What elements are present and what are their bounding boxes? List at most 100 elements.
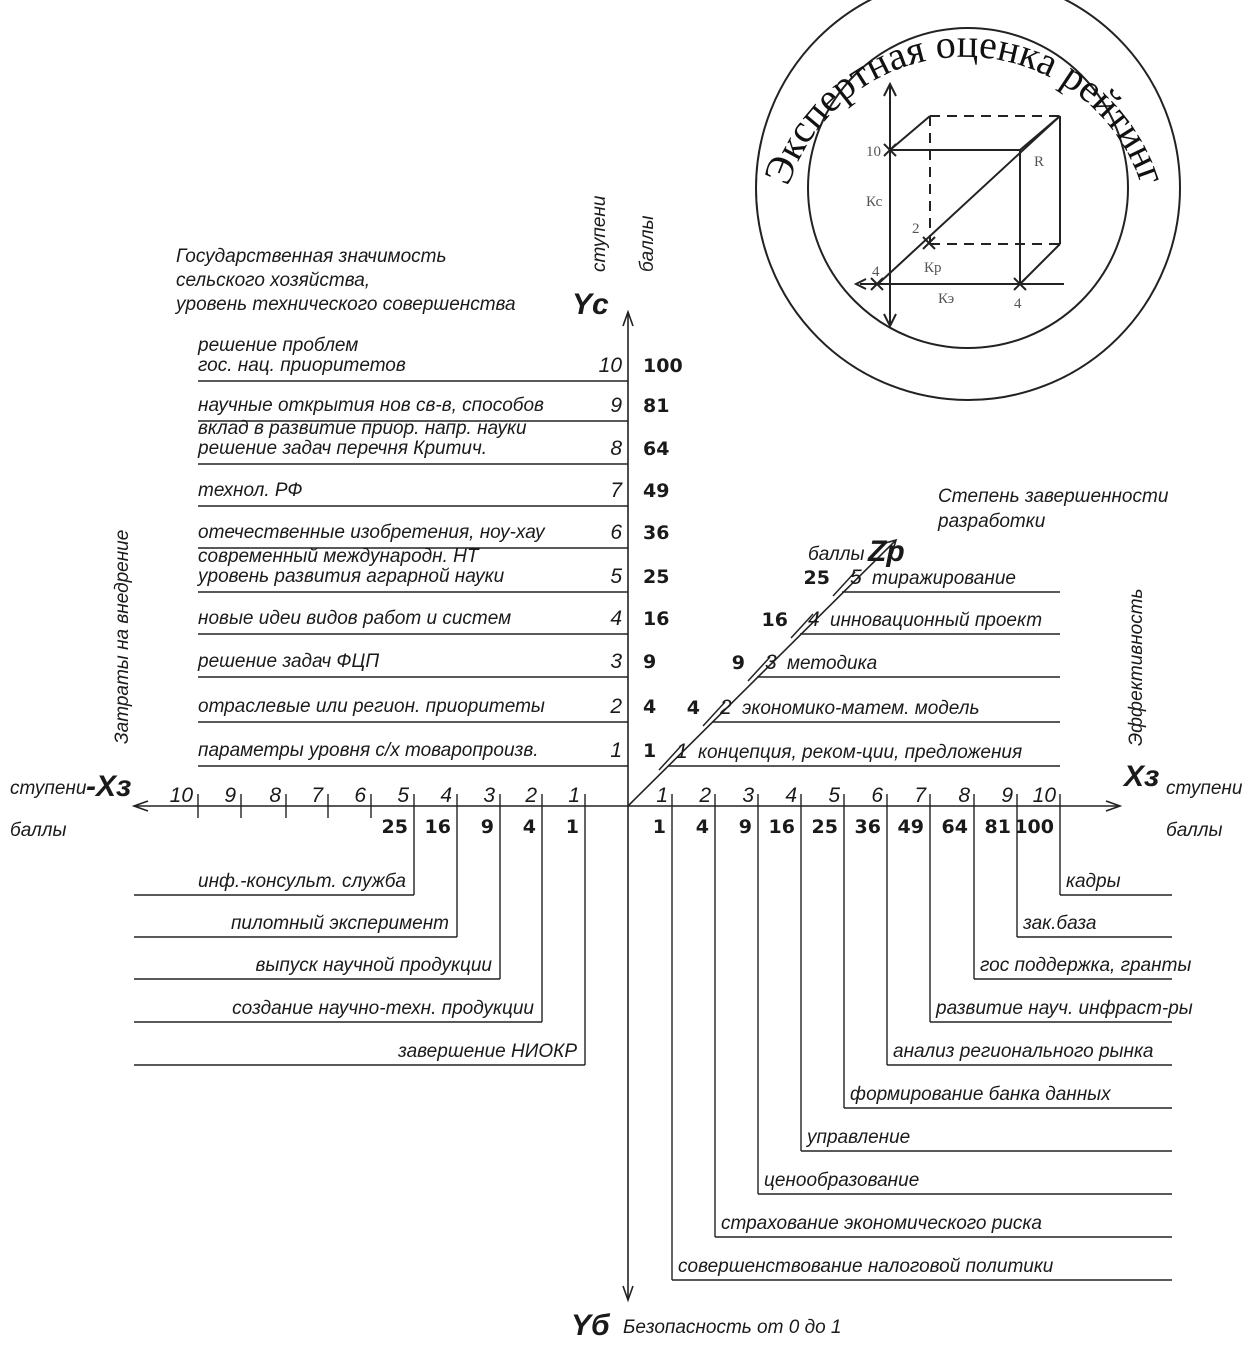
seal-label-four-right: 4 <box>1014 296 1022 312</box>
yc-title-line-2: сельского хозяйства, <box>176 270 370 291</box>
neg-x-points: 9 <box>481 816 494 838</box>
pos-x-label: анализ регионального рынка <box>893 1041 1154 1062</box>
yc-level-step: 1 <box>610 739 622 762</box>
left-points-caption: баллы <box>10 820 66 841</box>
yc-level-points: 64 <box>643 438 669 460</box>
yc-level-points: 4 <box>643 696 656 718</box>
neg-x-step: 3 <box>483 784 495 807</box>
pos-x-points: 100 <box>1014 816 1054 838</box>
pos-x-step: 6 <box>871 784 883 807</box>
zp-level-points: 16 <box>762 609 788 631</box>
right-steps-caption: ступени <box>1166 778 1243 799</box>
yc-level-step: 7 <box>610 479 623 502</box>
zp-level-label: инновационный проект <box>830 610 1042 631</box>
zp-level-tick <box>790 613 814 639</box>
zp-level-label: экономико-матем. модель <box>742 698 979 719</box>
pos-x-label: гос поддержка, гранты <box>980 955 1191 976</box>
seal-label-two: 2 <box>912 221 920 237</box>
yc-level-step: 9 <box>610 394 622 417</box>
neg-x-step: 8 <box>269 784 281 807</box>
yc-axis-symbol: Yc <box>572 288 609 321</box>
seal-label-r: R <box>1034 154 1044 170</box>
yc-level-step: 2 <box>609 695 622 718</box>
yc-level-label: вклад в развитие приор. напр. науки <box>198 418 527 439</box>
pos-x-label: управление <box>805 1127 910 1148</box>
seal-cube <box>853 81 1064 329</box>
neg-x-label: выпуск научной продукции <box>255 955 492 976</box>
zp-title-line-1: Степень завершенности <box>938 486 1169 507</box>
pos-x-points: 36 <box>855 816 881 838</box>
zp-level-label: тиражирование <box>872 568 1016 589</box>
pos-x-points: 1 <box>653 816 666 838</box>
pos-x-points: 9 <box>739 816 752 838</box>
zp-level-tick <box>658 745 682 771</box>
pos-x-label: совершенствование налоговой политики <box>678 1256 1054 1277</box>
vertical-right-caption: Эффективность <box>1126 588 1147 746</box>
pos-x-step: 5 <box>828 784 840 807</box>
pos-x-step: 4 <box>785 784 797 807</box>
yc-level-points: 100 <box>643 355 683 377</box>
yc-level-label: отраслевые или регион. приоритеты <box>198 696 545 717</box>
yc-level-points: 81 <box>643 395 669 417</box>
pos-x-label: кадры <box>1066 871 1121 892</box>
yc-level-label: гос. нац. приоритетов <box>198 355 406 376</box>
yc-level-label: отечественные изобретения, ноу-хау <box>198 522 546 543</box>
pos-x-step: 8 <box>958 784 970 807</box>
pos-x-points: 4 <box>696 816 709 838</box>
zp-level-step: 5 <box>850 566 862 589</box>
yc-level-step: 8 <box>610 437 622 460</box>
zp-level-step: 2 <box>719 696 732 719</box>
yc-level-label: научные открытия нов св-в, способов <box>198 395 544 416</box>
zp-level-step: 1 <box>676 740 688 763</box>
neg-x-label: завершение НИОКР <box>397 1041 577 1062</box>
neg-x-points: 25 <box>382 816 408 838</box>
zp-level-label: концепция, реком-ции, предложения <box>698 742 1022 763</box>
seal-label-kc: Кс <box>866 194 883 210</box>
yc-level-points: 9 <box>643 651 656 673</box>
seal-label-four-left: 4 <box>872 264 880 280</box>
neg-x-points: 16 <box>425 816 451 838</box>
neg-x-step: 6 <box>354 784 366 807</box>
pos-x-points: 64 <box>942 816 968 838</box>
seal-label-kp: Кр <box>924 260 942 276</box>
yc-level-step: 4 <box>610 607 622 630</box>
pos-x-label: формирование банка данных <box>850 1084 1112 1105</box>
neg-xz-symbol: -Xз <box>86 770 131 803</box>
yc-title-line-3: уровень технического совершенства <box>174 294 516 315</box>
zp-level-points: 9 <box>732 652 745 674</box>
yc-level-points: 16 <box>643 608 669 630</box>
neg-x-points: 1 <box>566 816 579 838</box>
right-points-caption: баллы <box>1166 820 1222 841</box>
neg-x-step: 4 <box>440 784 452 807</box>
zp-level-points: 25 <box>804 567 830 589</box>
pos-x-step: 2 <box>698 784 711 807</box>
pos-x-label: зак.база <box>1022 913 1096 934</box>
neg-x-points: 4 <box>523 816 536 838</box>
neg-x-label: инф.-консульт. служба <box>198 871 406 892</box>
yc-level-step: 5 <box>610 565 622 588</box>
zp-axis-symbol: Zp <box>867 535 905 568</box>
yc-level-label: решение проблем <box>197 335 358 356</box>
zp-levels: 25 5 тиражирование 16 4 инновационный проект 9… <box>658 566 1060 771</box>
yc-title: Государственная значимость сельского хоз… <box>174 246 516 315</box>
zp-level-tick <box>702 701 726 727</box>
yc-level-points: 1 <box>643 740 656 762</box>
zp-level-step: 3 <box>765 651 777 674</box>
yb-axis-symbol: Yб <box>571 1309 611 1342</box>
yb-caption: Безопасность от 0 до 1 <box>623 1317 841 1338</box>
yc-level-points: 36 <box>643 522 669 544</box>
main-axes <box>131 309 1123 1303</box>
pos-x-step: 9 <box>1001 784 1013 807</box>
pos-x-step: 1 <box>656 784 668 807</box>
zp-level-points: 4 <box>687 697 700 719</box>
seal-label-ke: Кэ <box>938 291 954 307</box>
pos-x-points: 81 <box>985 816 1011 838</box>
zp-level-step: 4 <box>808 608 820 631</box>
yc-level-points: 25 <box>643 566 669 588</box>
neg-x-step: 7 <box>311 784 324 807</box>
yc-level-label: уровень развития аграрной науки <box>196 566 505 587</box>
